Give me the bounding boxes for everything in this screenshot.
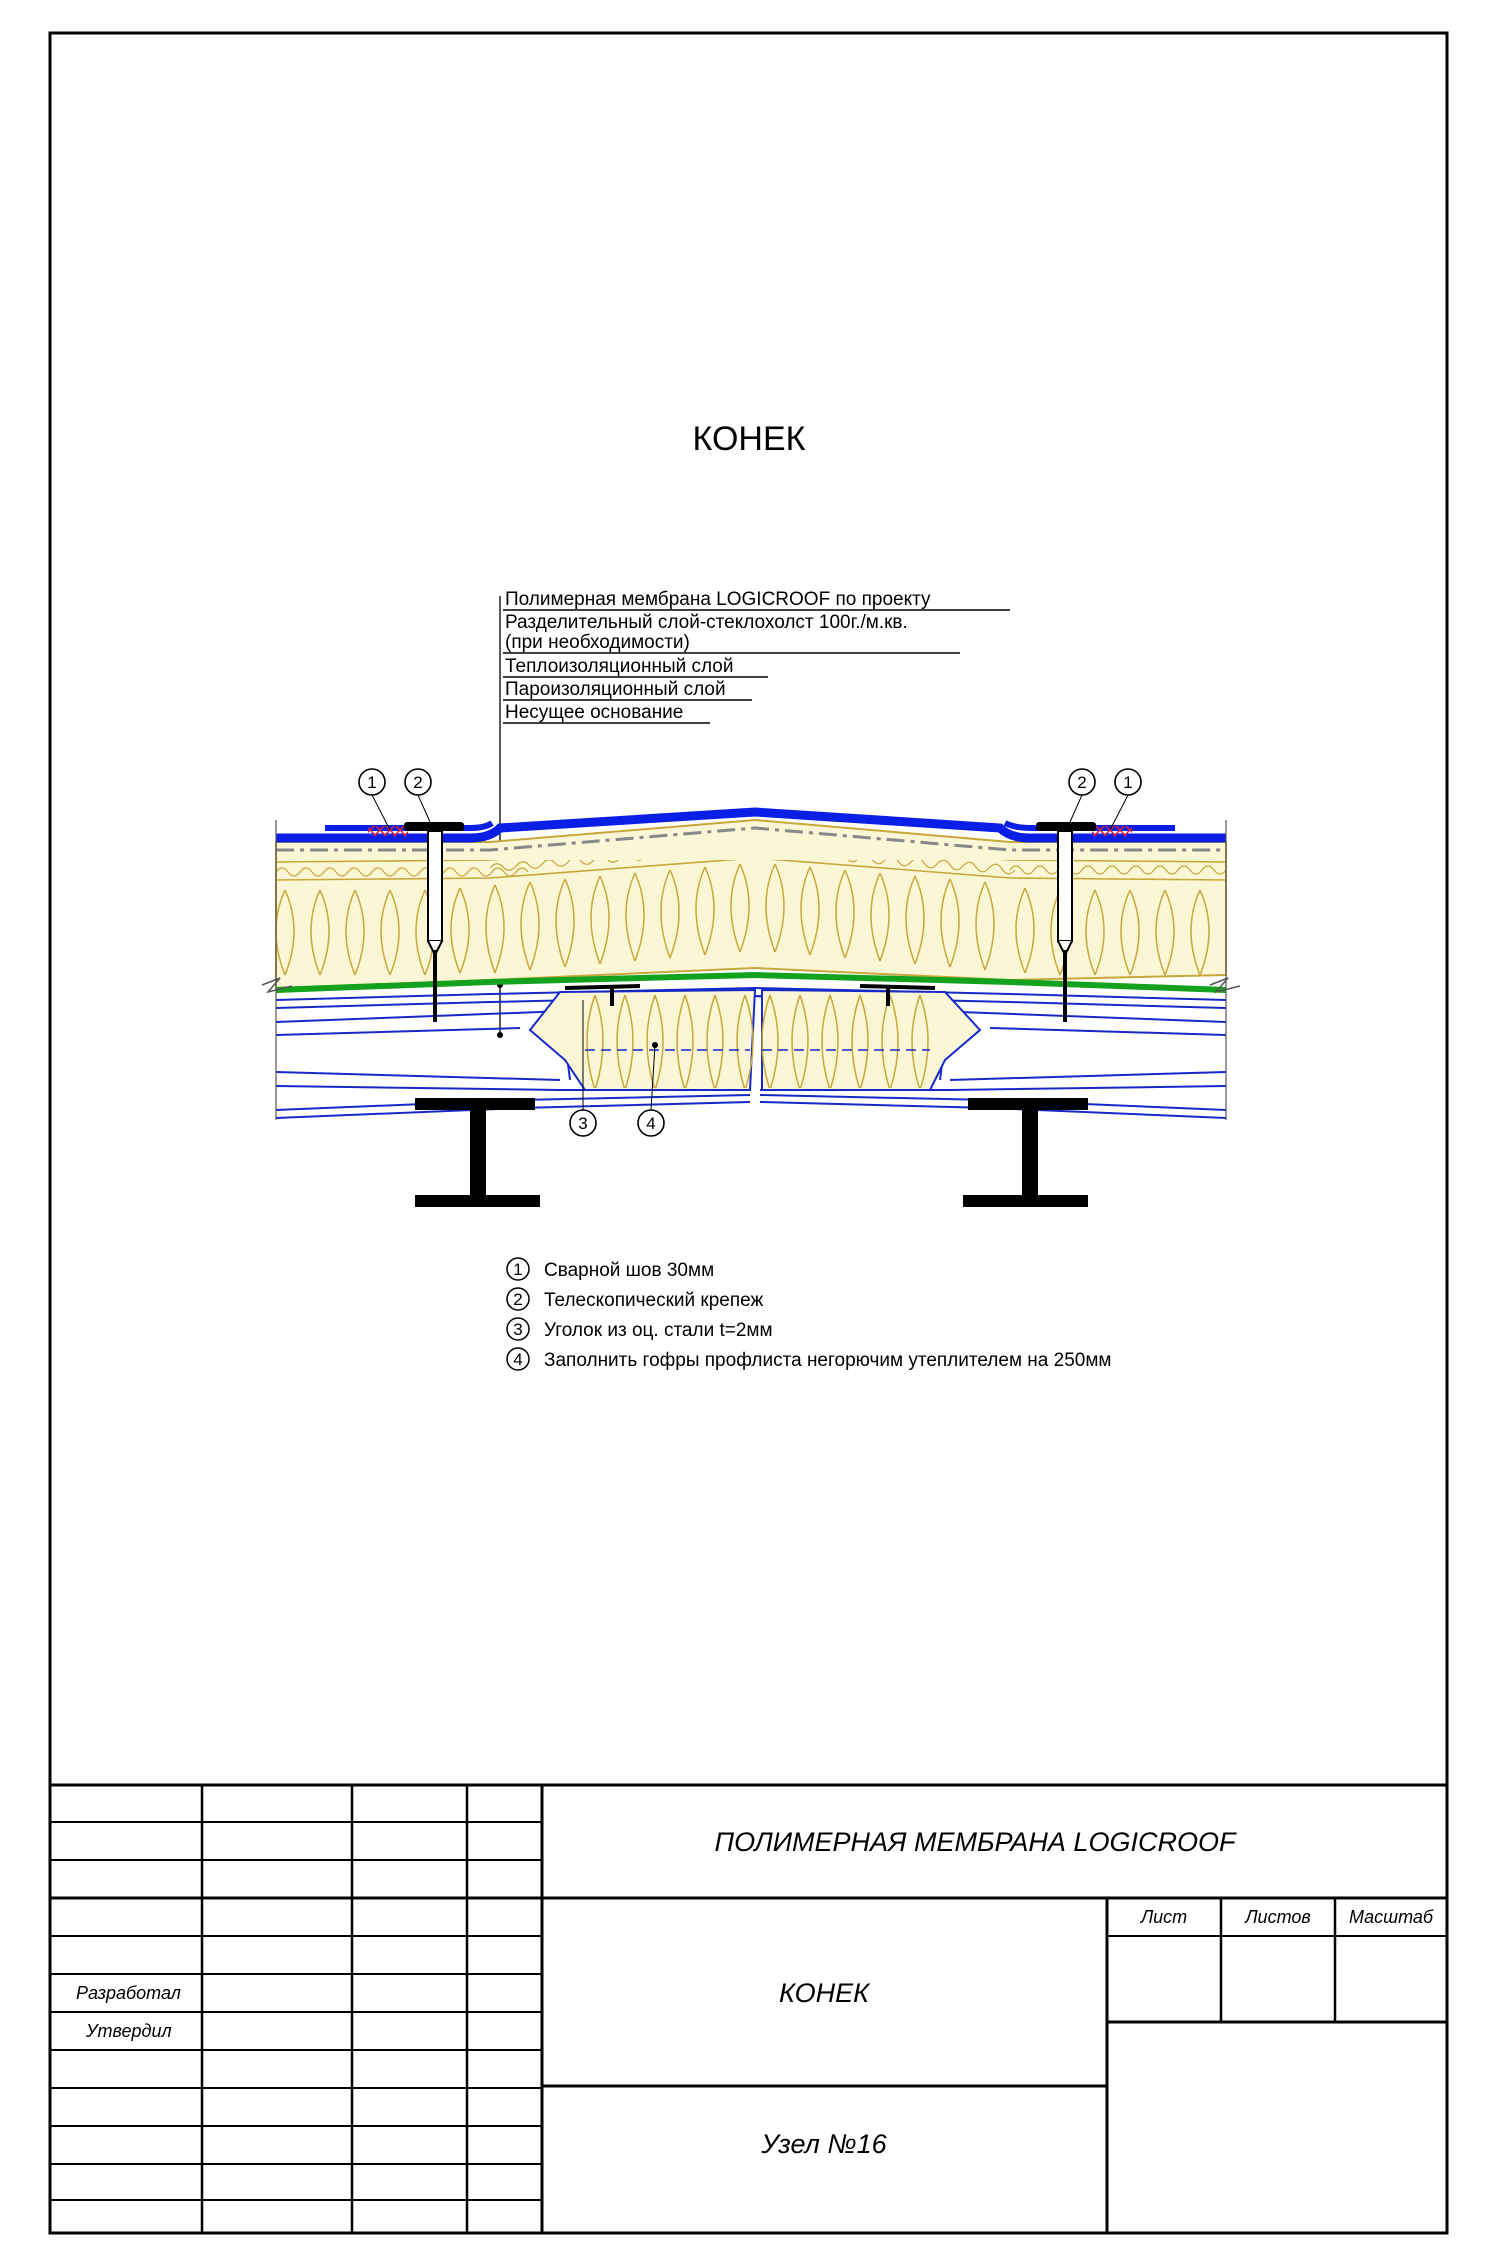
title-block-name: КОНЕК — [779, 1978, 871, 2008]
layer-label-deck: Несущее основание — [505, 702, 683, 723]
layer-label-insulation: Теплоизоляционный слой — [505, 656, 733, 677]
title-block-approved: Утвердил — [85, 2021, 172, 2041]
callout-3: 3 — [569, 1000, 597, 1137]
svg-text:3: 3 — [578, 1114, 587, 1133]
callout-1-left: 1 — [358, 768, 391, 831]
svg-text:Телескопический крепеж: Телескопический крепеж — [544, 1290, 763, 1311]
title-block-node: Узел №16 — [760, 2129, 887, 2159]
title-block-sheets-label: Листов — [1244, 1907, 1311, 1927]
telescopic-fastener-right — [1036, 822, 1096, 1022]
svg-text:4: 4 — [513, 1350, 522, 1369]
layer-labels: Полимерная мембрана LOGICROOF по проекту… — [497, 589, 1010, 1038]
legend-item-3: 3 Уголок из оц. стали t=2мм — [506, 1317, 773, 1341]
weld-seam-left — [368, 826, 408, 836]
svg-text:2: 2 — [1077, 773, 1086, 792]
callout-4: 4 — [637, 1042, 665, 1137]
svg-text:2: 2 — [513, 1290, 522, 1309]
svg-text:1: 1 — [367, 773, 376, 792]
svg-text:3: 3 — [513, 1320, 522, 1339]
layer-label-membrane: Полимерная мембрана LOGICROOF по проекту — [505, 589, 931, 610]
title-block-developed: Разработал — [76, 1983, 181, 2003]
thermal-insulation — [275, 818, 1227, 990]
title-block-scale-label: Масштаб — [1349, 1907, 1434, 1927]
callout-2-left: 2 — [404, 768, 432, 823]
svg-text:1: 1 — [513, 1260, 522, 1279]
weld-seam-right — [1092, 826, 1132, 836]
svg-text:1: 1 — [1123, 773, 1132, 792]
sheet-frame — [48, 31, 1449, 2235]
ridge-section: 1 2 2 1 3 4 — [261, 768, 1241, 1207]
legend-item-1: 1 Сварной шов 30мм — [506, 1257, 714, 1281]
title-block-sheet-label: Лист — [1140, 1907, 1187, 1927]
svg-text:Заполнить гофры профлиста него: Заполнить гофры профлиста негорючим утеп… — [544, 1350, 1111, 1371]
legend: 1 Сварной шов 30мм 2 Телескопический кре… — [506, 1257, 1111, 1371]
vapor-barrier — [275, 971, 1227, 993]
legend-item-2: 2 Телескопический крепеж — [506, 1287, 763, 1311]
angle-bracket-left — [564, 984, 641, 1006]
steel-beam-right — [963, 1098, 1088, 1207]
legend-item-4: 4 Заполнить гофры профлиста негорючим ут… — [506, 1347, 1111, 1371]
membrane-overlap-right — [1003, 820, 1175, 831]
steel-beam-left — [415, 1098, 540, 1207]
ridge-fill-left — [528, 988, 757, 1091]
title-block-product: ПОЛИМЕРНАЯ МЕМБРАНА LOGICROOF — [715, 1827, 1237, 1857]
telescopic-fastener-left — [404, 822, 464, 1022]
layer-label-separator: Разделительный слой-стеклохолст 100г./м.… — [505, 612, 908, 633]
svg-text:Уголок из оц. стали t=2мм: Уголок из оц. стали t=2мм — [544, 1320, 773, 1341]
svg-text:Сварной шов 30мм: Сварной шов 30мм — [544, 1260, 714, 1281]
svg-text:4: 4 — [646, 1114, 655, 1133]
layer-label-vapor: Пароизоляционный слой — [505, 679, 726, 700]
title-block — [50, 1783, 1447, 2233]
svg-text:2: 2 — [413, 773, 422, 792]
callout-2-right: 2 — [1068, 768, 1096, 823]
layer-label-separator-note: (при необходимости) — [505, 632, 690, 653]
title-block-text: ПОЛИМЕРНАЯ МЕМБРАНА LOGICROOF КОНЕК Узел… — [76, 1827, 1434, 2159]
membrane-layer — [276, 807, 1226, 843]
separator-layer — [276, 826, 1226, 852]
callout-1-right: 1 — [1109, 768, 1142, 831]
angle-bracket-right — [859, 984, 936, 1006]
ridge-fill-right — [761, 988, 982, 1091]
drawing-title: КОНЕК — [693, 420, 806, 458]
membrane-overlap-left — [325, 820, 494, 831]
